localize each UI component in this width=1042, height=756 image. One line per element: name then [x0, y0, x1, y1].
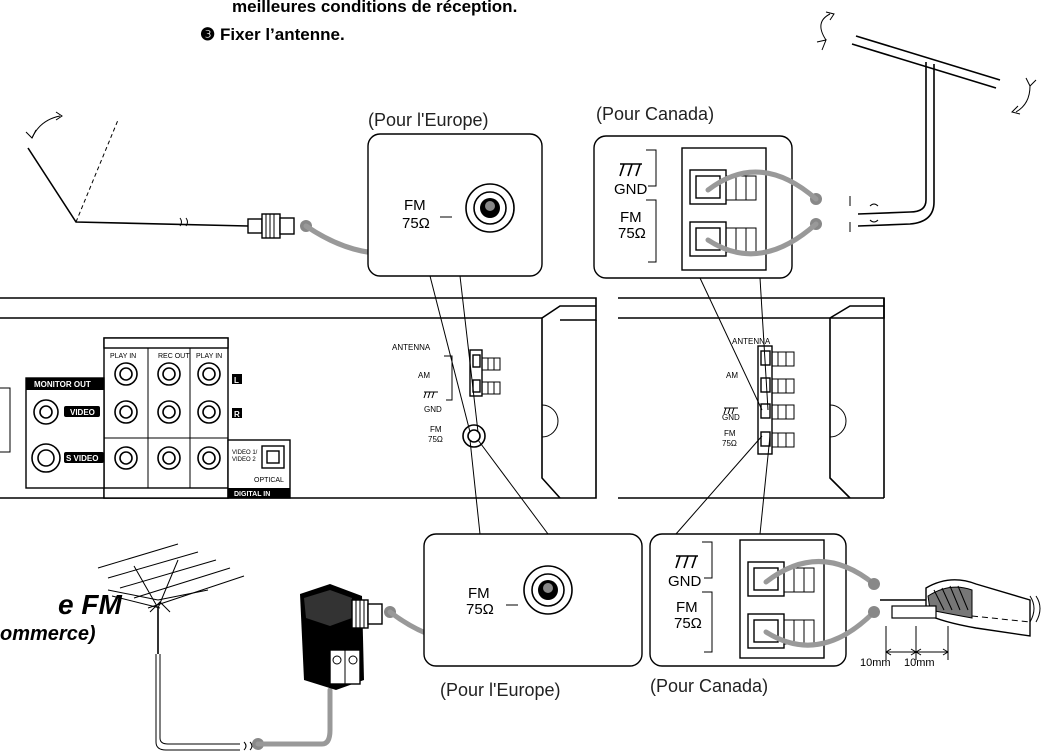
europe-bottom-detail: FM 75Ω: [423, 533, 643, 667]
cable-canada-top-2: [705, 221, 819, 257]
am-label: AM: [418, 371, 430, 380]
strip-length-b: 10mm: [904, 657, 935, 669]
cable-yagi: [255, 687, 333, 747]
s-video-badge: S VIDEO: [66, 454, 98, 463]
instruction-step-3: ❸ Fixer l’antenne.: [200, 25, 345, 44]
fm-label: FM: [620, 209, 642, 226]
strip-length-a: 10mm: [860, 657, 891, 669]
adapter-icon: [300, 584, 383, 690]
fm-label: FM: [468, 585, 490, 602]
optical-label: OPTICAL: [254, 477, 284, 484]
cable-end-dot: [868, 578, 880, 590]
coax-plug-icon: [247, 213, 295, 239]
digital-in-label: DIGITAL IN: [234, 491, 270, 498]
gnd-label: GND: [668, 573, 702, 590]
rca-jacks: [114, 362, 221, 470]
caption-canada-bottom: (Pour Canada): [650, 676, 768, 696]
gnd-small-label: GND: [424, 405, 442, 414]
fm-label: FM: [404, 197, 426, 214]
ohm-label: 75Ω: [618, 225, 646, 242]
l-badge: L: [234, 376, 239, 385]
fm-label: FM: [676, 599, 698, 616]
play-in-label: PLAY IN: [196, 353, 222, 360]
rear-panel-left: VIDEO 2 VIDEO 1 PLAY IN REC OUT PLAY IN …: [0, 297, 597, 499]
r-badge: R: [234, 410, 240, 419]
ground-symbol-icon: [675, 555, 698, 569]
caption-europe-top: (Pour l'Europe): [368, 110, 489, 130]
ohm-small-label: 75Ω: [722, 439, 737, 448]
am-label: AM: [726, 371, 738, 380]
canada-top-detail: GND FM 75Ω: [593, 135, 793, 279]
video12b-label: VIDEO 2: [232, 457, 256, 463]
rear-panel-right: ANTENNA AM GND FM 75Ω: [618, 297, 885, 499]
ground-symbol-icon: [619, 163, 642, 177]
video-in-label: VIDEO IN: [192, 491, 223, 498]
cable-canada-bottom-1: [763, 559, 877, 587]
video1-heading: VIDEO 1: [172, 340, 204, 349]
yagi-antenna-icon: [97, 543, 253, 751]
video-out-label: VIDEO OUT: [152, 491, 191, 498]
video2-heading: VIDEO 2: [112, 340, 144, 349]
section-title-line2: ommerce): [0, 623, 96, 645]
video-badge: VIDEO: [70, 408, 95, 417]
caption-europe-bottom: (Pour l'Europe): [440, 680, 561, 700]
gnd-label: GND: [614, 181, 648, 198]
fm-small-label: FM: [430, 425, 442, 434]
play-in-label: PLAY IN: [110, 353, 136, 360]
instruction-line-top: meilleures conditions de réception.: [232, 0, 517, 16]
antenna-label: ANTENNA: [732, 337, 771, 346]
video12-label: VIDEO 1/: [232, 450, 258, 456]
ohm-label: 75Ω: [402, 215, 430, 232]
gnd-small-label: GND: [722, 413, 740, 422]
section-title-line1: e FM: [58, 589, 122, 620]
fm-small-label: FM: [724, 429, 736, 438]
ohm-small-label: 75Ω: [428, 435, 443, 444]
caption-canada-top: (Pour Canada): [596, 104, 714, 124]
cable-canada-bottom-2: [763, 609, 877, 648]
antenna-label: ANTENNA: [392, 343, 431, 352]
coax-cable-strip-icon: [880, 579, 1041, 660]
video-in-label: VIDEO IN: [108, 491, 139, 498]
ohm-label: 75Ω: [466, 601, 494, 618]
ohm-label: 75Ω: [674, 615, 702, 632]
cable-canada-top-1: [705, 169, 819, 202]
monitor-out-heading: MONITOR OUT: [34, 380, 91, 389]
cable-end-dot: [868, 606, 880, 618]
europe-top-detail: FM 75Ω: [367, 133, 543, 277]
callout-lines: [429, 275, 771, 535]
indoor-wire-antenna: [25, 111, 295, 239]
rec-out-label: REC OUT: [158, 353, 190, 360]
t-antenna-icon: [816, 11, 1037, 232]
